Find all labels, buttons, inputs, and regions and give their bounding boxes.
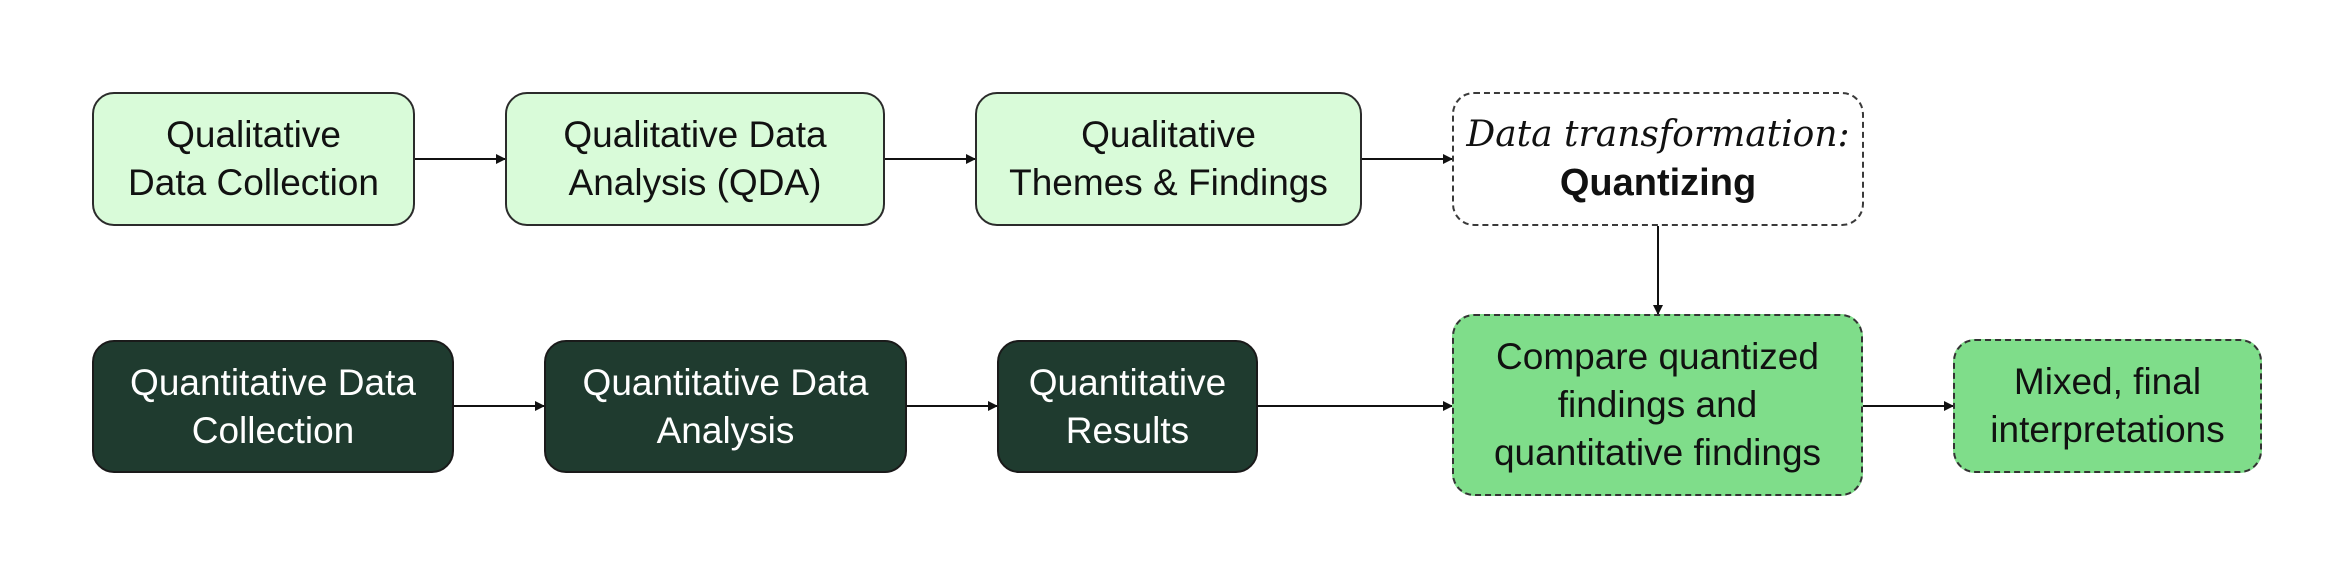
box-line: findings and <box>1557 384 1758 425</box>
box-quantitative-results: Quantitative Results <box>997 340 1258 473</box>
box-line: Qualitative <box>166 114 341 155</box>
box-line: Mixed, final <box>2013 361 2202 402</box>
box-line: Results <box>1065 409 1190 451</box>
box-line: Analysis <box>656 409 795 451</box>
box-quantitative-data-analysis: Quantitative Data Analysis <box>544 340 907 473</box>
box-line: Quantitative Data <box>130 361 416 403</box>
box-line: Themes & Findings <box>1009 162 1328 203</box>
box-qualitative-themes-findings: Qualitative Themes & Findings <box>975 92 1362 226</box>
box-line: Compare quantized <box>1496 336 1819 377</box>
box-line: Analysis (QDA) <box>568 162 822 203</box>
box-line: interpretations <box>1990 409 2225 450</box>
box-compare-findings: Compare quantized findings and quantitat… <box>1452 314 1863 496</box>
box-mixed-final-interpretations: Mixed, final interpretations <box>1953 339 2262 473</box>
box-line: Quantitative <box>1028 361 1227 403</box>
box-line: quantitative findings <box>1493 432 1822 473</box>
transformation-label: Data transformation: <box>1466 114 1850 155</box>
box-data-transformation-quantizing: Data transformation: Quantizing <box>1452 92 1864 226</box>
box-qualitative-data-analysis: Qualitative Data Analysis (QDA) <box>505 92 885 226</box>
box-line: Data Collection <box>128 162 379 203</box>
box-line: Quantitative Data <box>582 361 869 403</box>
box-line: Collection <box>191 409 355 451</box>
box-line: Qualitative <box>1081 114 1256 155</box>
box-line: Qualitative Data <box>563 114 827 155</box>
box-qualitative-data-collection: Qualitative Data Collection <box>92 92 415 226</box>
transformation-method: Quantizing <box>1559 162 1757 204</box>
box-quantitative-data-collection: Quantitative Data Collection <box>92 340 454 473</box>
